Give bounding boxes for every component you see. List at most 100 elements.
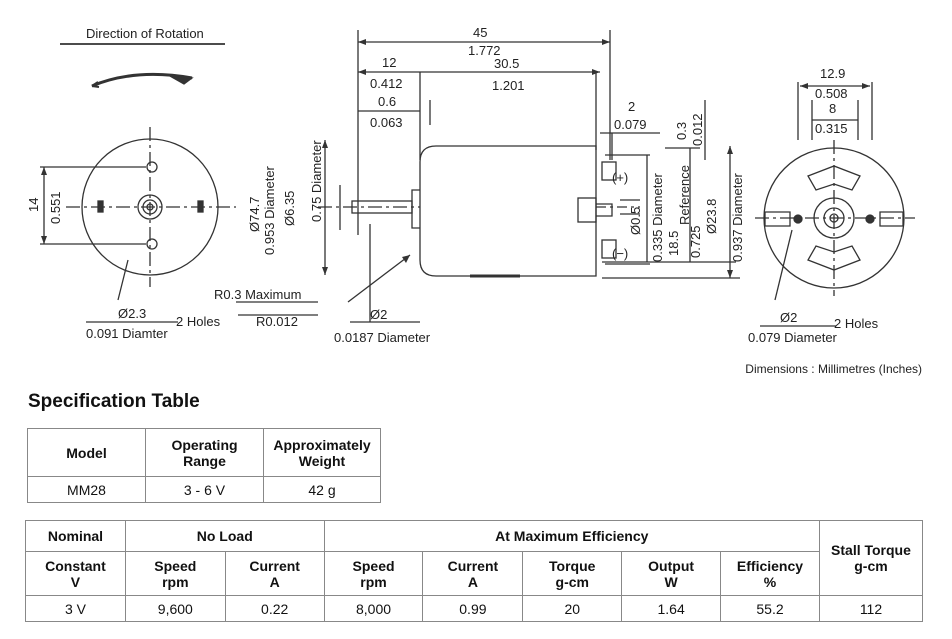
- dim-0012: 0.012: [690, 113, 705, 146]
- cell-noload-speed: 9,600: [124, 595, 226, 622]
- group-no-load: No Load: [124, 520, 325, 552]
- cell-model: MM28: [27, 476, 146, 503]
- dim-1201: 1.201: [492, 78, 525, 93]
- dim-30-5: 30.5: [494, 56, 519, 71]
- subheader-unit: A: [467, 573, 478, 590]
- header-model: Model: [27, 428, 146, 477]
- dim-18-5: 18.5: [666, 231, 681, 256]
- header-weight: Approximately Weight: [263, 428, 381, 477]
- left-hole-inch: 0.091 Diamter: [86, 326, 168, 341]
- motor-dimension-drawing: Direction of Rotation 45 1.772 12 0.412 …: [26, 25, 915, 345]
- terminal-plus-label: (+): [612, 170, 628, 185]
- dim-0412: 0.412: [370, 76, 403, 91]
- group-stall-torque-text: Stall Torque g-cm: [831, 542, 911, 574]
- subheader-name: Current: [249, 557, 300, 574]
- header-operating-range: Operating Range: [145, 428, 264, 477]
- dim-8: 8: [829, 101, 836, 116]
- dim-0315: 0.315: [815, 121, 848, 136]
- group-stall-torque: Stall Torque g-cm: [818, 520, 924, 596]
- performance-table: Nominal No Load At Maximum Efficiency St…: [25, 520, 924, 622]
- dim-12-9: 12.9: [820, 66, 845, 81]
- r0012: R0.012: [256, 314, 298, 329]
- dim-d6-35: Ø6.35: [282, 191, 297, 226]
- r0-3-maximum: R0.3 Maximum: [214, 287, 301, 302]
- header-weight-text: Approximately Weight: [273, 436, 371, 469]
- subheader-unit: A: [269, 573, 280, 590]
- terminal-minus-label: (−): [612, 246, 628, 261]
- subheader-unit: W: [664, 573, 678, 590]
- subheader-name: Speed: [154, 557, 197, 574]
- cell-torque: 20: [522, 595, 623, 622]
- shaft-diameter: Ø2: [370, 307, 387, 322]
- dim-14: 14: [26, 198, 41, 212]
- rear-view: [755, 82, 915, 327]
- subheader-name: Constant: [45, 557, 106, 574]
- dimension-drawing-svg: Direction of Rotation 45 1.772 12 0.412 …: [26, 25, 915, 345]
- dim-2: 2: [628, 99, 635, 114]
- subheader-efficiency: Efficiency%: [720, 551, 820, 596]
- left-hole-diameter: Ø2.3: [118, 306, 146, 321]
- cell-output: 1.64: [621, 595, 722, 622]
- right-holes-label: 2 Holes: [834, 316, 879, 331]
- dim-0937: 0.937 Diameter: [730, 172, 745, 262]
- cell-noload-current: 0.22: [224, 595, 325, 622]
- left-holes-label: 2 Holes: [176, 314, 221, 329]
- side-view: [236, 30, 740, 323]
- right-hole-inch: 0.079 Diameter: [748, 330, 838, 345]
- table-row: MM28 3 - 6 V 42 g: [27, 476, 381, 503]
- dim-45: 45: [473, 25, 487, 40]
- dim-0-6: 0.6: [378, 94, 396, 109]
- subheader-name: Current: [447, 557, 499, 574]
- right-hole-diameter: Ø2: [780, 310, 797, 325]
- cell-maxeff-speed: 8,000: [323, 595, 424, 622]
- dim-12: 12: [382, 55, 396, 70]
- units-note: Dimensions : Millimetres (Inches): [745, 362, 922, 376]
- dim-1772: 1.772: [468, 43, 501, 58]
- cell-efficiency: 55.2: [720, 595, 820, 622]
- dim-0953: 0.953 Diameter: [262, 165, 277, 255]
- dim-d0-5: Ø0.5: [628, 207, 643, 235]
- cell-maxeff-current: 0.99: [422, 595, 524, 622]
- subheader-unit: V: [70, 573, 81, 590]
- shaft-diameter-inch: 0.0187 Diameter: [334, 330, 431, 345]
- specification-title: Specification Table: [28, 391, 200, 412]
- subheader-name: Output: [648, 557, 695, 574]
- header-operating-range-text: Operating Range: [171, 436, 238, 469]
- subheader-name: Efficiency: [736, 557, 804, 574]
- subheader-name: Torque: [549, 557, 596, 574]
- dim-0079: 0.079: [614, 117, 647, 132]
- subheader-unit: rpm: [162, 573, 189, 590]
- cell-constant: 3 V: [25, 595, 126, 622]
- dim-d23-8: Ø23.8: [704, 199, 719, 234]
- cell-operating-range: 3 - 6 V: [145, 476, 264, 503]
- dim-0508: 0.508: [815, 86, 848, 101]
- subheader-unit: g-cm: [555, 573, 589, 590]
- subheader-unit: %: [763, 573, 777, 590]
- subheader-unit: rpm: [360, 573, 387, 590]
- model-table: Model Operating Range Approximately Weig…: [27, 428, 381, 503]
- dim-reference: Reference: [677, 165, 692, 225]
- dim-0-3: 0.3: [674, 122, 689, 140]
- group-max-efficiency: At Maximum Efficiency: [323, 520, 820, 552]
- dim-0551: 0.551: [48, 191, 63, 224]
- dim-075: 0.75 Diameter: [309, 140, 324, 222]
- model-table-header-row: Model Operating Range Approximately Weig…: [27, 428, 381, 477]
- group-nominal: Nominal: [25, 520, 126, 552]
- dim-0063: 0.063: [370, 115, 403, 130]
- direction-of-rotation-label: Direction of Rotation: [86, 26, 204, 41]
- front-view: [40, 43, 236, 323]
- dim-0725: 0.725: [688, 225, 703, 258]
- table-row: 3 V 9,600 0.22 8,000 0.99 20 1.64 55.2 1…: [25, 595, 924, 622]
- dim-d74-7: Ø74.7: [247, 197, 262, 232]
- subheader-name: Speed: [352, 557, 395, 574]
- cell-weight: 42 g: [263, 476, 381, 503]
- performance-group-header-row: Nominal No Load At Maximum Efficiency St…: [25, 520, 924, 596]
